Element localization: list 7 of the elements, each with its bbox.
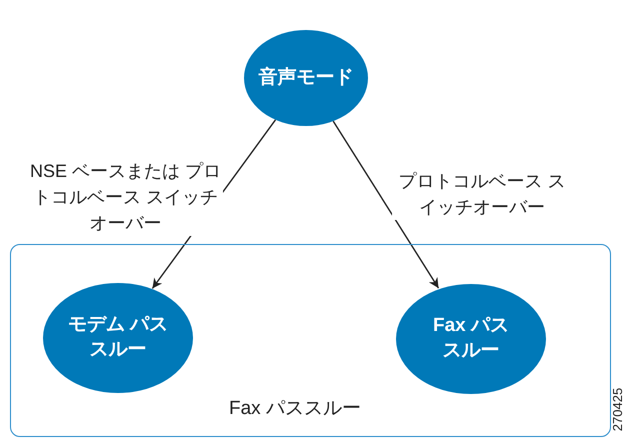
group-box	[10, 244, 611, 437]
arrow	[332, 120, 440, 288]
ellipse-node: 音声モード	[244, 30, 368, 126]
ellipse-node: モデム パススルー	[43, 283, 193, 393]
ellipse-node: Fax パススルー	[396, 284, 546, 394]
group-label: Fax パススルー	[229, 397, 361, 421]
figure-number: 270425	[610, 388, 626, 432]
